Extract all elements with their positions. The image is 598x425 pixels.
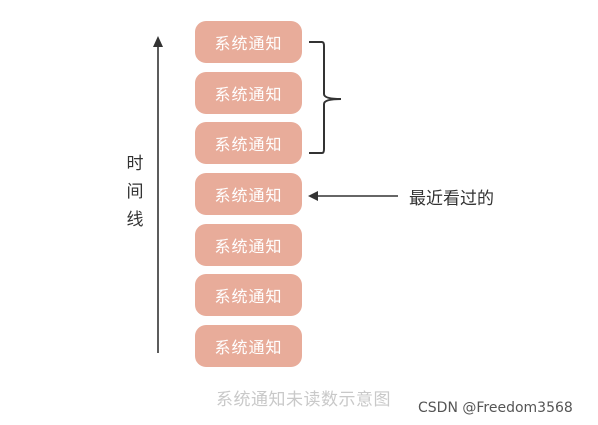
notification-card: 系统通知 [195, 223, 302, 266]
pointer-label: 最近看过的 [409, 189, 494, 209]
notification-stack: 系统通知 系统通知 系统通知 系统通知 系统通知 系统通知 系统通知 [195, 21, 302, 376]
group-brace [309, 41, 342, 154]
notification-card: 系统通知 [195, 122, 302, 165]
notification-card: 系统通知 [195, 21, 302, 63]
notification-card: 系统通知 [195, 274, 302, 317]
notification-card: 系统通知 [195, 325, 302, 368]
pointer-arrow-head [308, 191, 318, 201]
figure-caption: 系统通知未读数示意图 [216, 390, 391, 410]
notification-card: 系统通知 [195, 71, 302, 114]
timeline-label: 时间线 [126, 154, 144, 230]
timeline-arrow-head [153, 36, 163, 47]
watermark-text: CSDN @Freedom3568 [418, 400, 573, 416]
notification-card: 系统通知 [195, 173, 302, 216]
